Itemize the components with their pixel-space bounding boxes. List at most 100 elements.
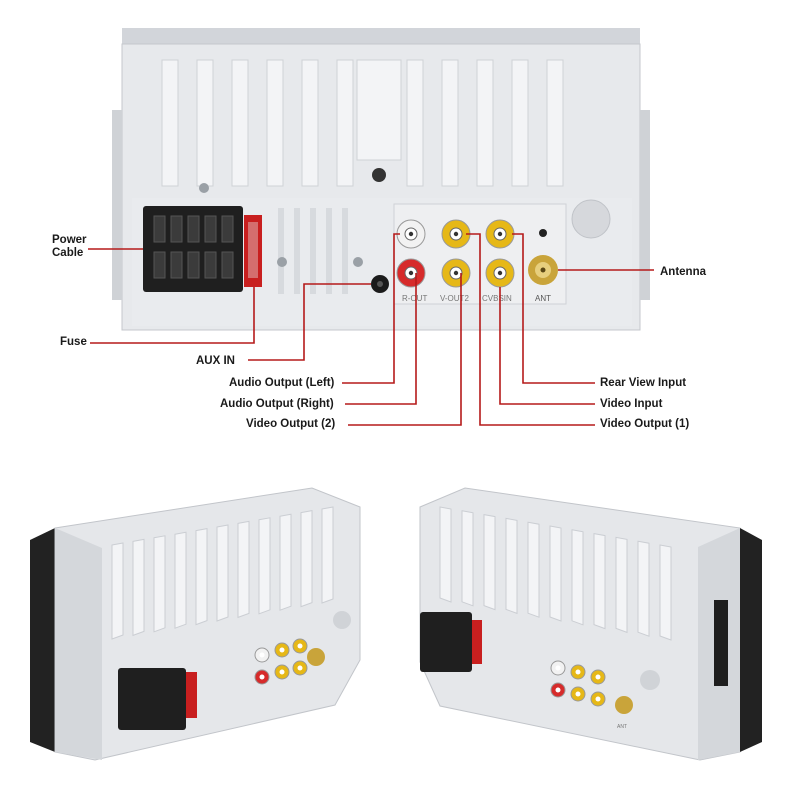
heatsink-fin [279,513,292,611]
panel-label-cvbs-in: CVBSIN [482,294,512,303]
small-hole [539,229,547,237]
center-screw-hole [372,168,386,182]
callout-line [348,273,462,426]
heatsink-fin [336,59,354,187]
heatsink-fin [483,514,496,611]
heatsink-fin [300,510,313,608]
callout-line [499,287,595,405]
panel-label-small-ant: ANT [617,724,627,730]
fuse-inner [248,222,258,278]
fuse [244,215,262,287]
heatsink-fin [549,525,562,622]
heatsink-fin [461,510,474,607]
rca-jack-ring [297,665,303,671]
callout-line [248,283,371,361]
heatsink-fin [356,59,402,161]
heatsink-fin [111,542,124,640]
connector-pin [153,251,166,279]
side-tab-left [112,110,122,300]
panel-label-r-out: R-OUT [402,294,427,303]
rca-jack-ring [575,691,581,697]
connector-left-unit [118,668,186,730]
label-video-output-1: Video Output (1) [600,418,690,430]
heatsink-fin [476,59,494,187]
connector-pin [204,215,217,243]
rca-jack-pin [453,231,459,237]
label-rear-view-input: Rear View Input [600,377,687,389]
callout-line [345,273,417,405]
rca-jack-ring [279,669,285,675]
left-top-screw [199,183,209,193]
heatsink-fin [615,536,628,634]
connector-pin [187,251,200,279]
heatsink-fin [237,520,250,619]
angled-view-right: ANT [419,487,762,761]
label-video-output-2: Video Output (2) [246,418,336,430]
rca-jack-ring [575,669,581,675]
antenna-jack-pin [540,267,546,273]
rca-jack-pin [408,270,414,276]
heatsink-fin [546,59,564,187]
rca-jack-ring [259,652,265,658]
heatsink-fin [527,521,540,618]
heatsink-fin [216,524,229,622]
power-connector [143,206,243,292]
antenna-right-unit [615,696,633,714]
panel-label-ant: ANT [535,294,551,303]
label-fuse: Fuse [60,336,87,348]
rca-jack-ring [595,674,601,680]
boss-left-unit [333,611,351,629]
heatsink-fin [439,506,452,603]
rca-jack-ring [595,696,601,702]
connector-pin [221,251,234,279]
rca-jack-ring [555,665,561,671]
connector-right-unit [420,612,472,672]
heatsink-fin [637,540,650,637]
heatsink-fins-left [111,506,334,640]
rca-jack-pin [497,231,503,237]
connector-pin [204,251,217,279]
connector-pin [153,215,166,243]
boss-right-unit [640,670,660,690]
housing-top-flange [122,28,640,46]
heatsink-fin [195,528,208,626]
rca-jack-pin [408,231,414,237]
aux-in-jack-hole [377,281,383,287]
label-audio-output-right: Audio Output (Right) [220,398,334,410]
connector-pin [170,215,183,243]
vent-slot [278,208,284,294]
heatsink-fin [258,517,271,615]
heatsink-fin [321,506,334,604]
connector-pins [153,215,234,279]
rca-jack-pin [497,270,503,276]
heatsink-fin [196,59,214,187]
vent-slots [278,208,348,294]
heatsink-fin [505,517,518,615]
rca-jacks-right [550,660,606,707]
heatsink-fin [571,529,584,626]
callout-line [342,233,400,384]
label-audio-output-left: Audio Output (Left) [229,377,335,389]
mid-screw [353,257,363,267]
rca-jacks-left [254,638,308,685]
connector-side-screw [277,257,287,267]
label-power-cable: Power Cable [52,234,87,260]
callout-line [90,287,255,344]
callout-line [466,233,595,426]
fuse-left-unit [186,672,197,718]
callout-line [512,233,595,384]
heatsink-fin [161,59,179,187]
connector-pin [170,251,183,279]
label-aux-in: AUX IN [196,355,235,367]
rca-jack-ring [259,674,265,680]
heatsink-fin [266,59,284,187]
label-power-cable-line1: Power [52,234,87,246]
round-boss [571,199,611,239]
side-left-unit [55,528,102,760]
side-bracket-right [714,600,728,686]
fuse-right-unit [472,620,482,664]
vent-slot [326,208,332,294]
main-back-view: R-OUT V-OUT2 CVBSIN ANT [112,28,650,331]
heatsink-fin [174,531,187,629]
